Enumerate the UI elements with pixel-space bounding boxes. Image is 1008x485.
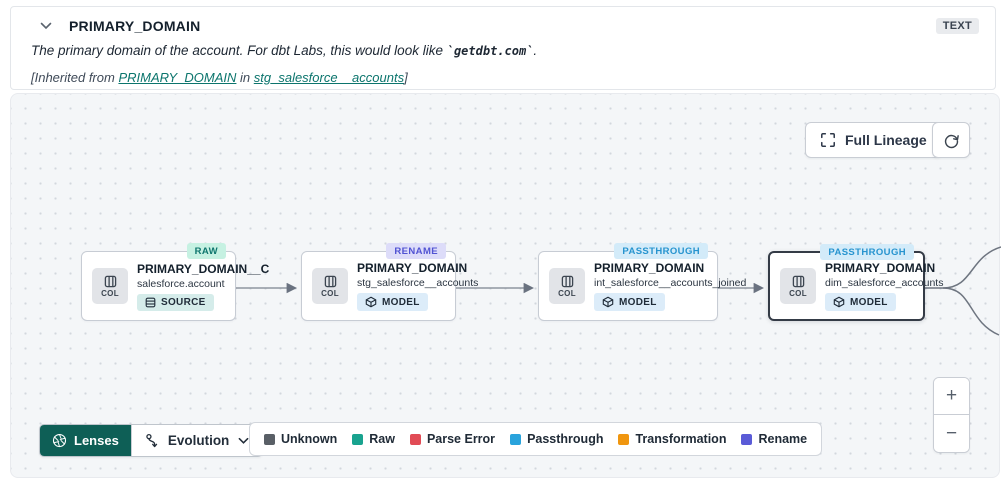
zoom-controls: + − — [933, 377, 970, 453]
legend-label: Transformation — [635, 432, 727, 446]
lenses-bar: Lenses Evolution — [39, 424, 264, 457]
chevron-down-icon — [238, 437, 249, 444]
node-title: PRIMARY_DOMAIN — [825, 261, 936, 275]
status-badge: PASSTHROUGH — [614, 243, 708, 259]
col-label: COL — [321, 288, 339, 298]
column-chip: COL — [92, 268, 128, 304]
columns-icon — [104, 275, 116, 287]
model-icon — [365, 296, 377, 308]
legend-label: Unknown — [281, 432, 338, 446]
node-title: PRIMARY_DOMAIN — [594, 261, 705, 275]
column-chip: COL — [312, 268, 348, 304]
resource-type-badge: MODEL — [594, 293, 665, 311]
lineage-node-staging[interactable]: RENAME COL PRIMARY_DOMAIN stg_salesforce… — [301, 243, 478, 321]
lineage-canvas[interactable]: Full Lineage RAW COL PRIMARY_DOMAIN__C s… — [10, 93, 1001, 478]
zoom-in-button[interactable]: + — [934, 378, 969, 415]
inherited-model-link[interactable]: stg_salesforce__accounts — [253, 70, 405, 85]
description-text: The primary domain of the account. For d… — [31, 43, 447, 58]
legend-item: Transformation — [618, 432, 726, 446]
col-label: COL — [101, 288, 119, 298]
col-label: COL — [789, 288, 807, 298]
model-icon — [833, 296, 845, 308]
lineage-node-source[interactable]: RAW COL PRIMARY_DOMAIN__C salesforce.acc… — [81, 243, 269, 321]
node-subtitle: dim_salesforce_accounts — [825, 277, 944, 289]
node-title: PRIMARY_DOMAIN__C — [137, 261, 270, 276]
col-label: COL — [558, 288, 576, 298]
resource-type-badge: SOURCE — [137, 293, 214, 311]
legend-label: Passthrough — [527, 432, 604, 446]
resource-type-badge: MODEL — [825, 293, 896, 311]
node-subtitle: salesforce.account — [137, 277, 225, 290]
status-badge: PASSTHROUGH — [820, 244, 914, 260]
status-legend: Unknown Raw Parse Error Passthrough Transfor… — [249, 422, 823, 456]
status-badge: RENAME — [386, 243, 446, 259]
column-title: PRIMARY_DOMAIN — [69, 18, 201, 34]
lens-select[interactable]: Evolution — [130, 425, 263, 456]
resource-type-label: MODEL — [382, 296, 420, 308]
legend-item: Unknown — [264, 432, 337, 446]
full-lineage-label: Full Lineage — [845, 132, 927, 148]
refresh-button[interactable] — [932, 122, 970, 158]
data-type-badge: TEXT — [935, 18, 979, 34]
resource-type-label: SOURCE — [161, 296, 206, 308]
lenses-label: Lenses — [74, 433, 119, 448]
resource-type-badge: MODEL — [357, 293, 428, 311]
inherited-suffix: ] — [404, 70, 408, 85]
legend-swatch — [741, 433, 753, 445]
inherited-prefix: [Inherited from — [31, 70, 119, 85]
legend-swatch — [510, 433, 522, 445]
refresh-icon — [944, 134, 959, 148]
zoom-out-button[interactable]: − — [934, 415, 969, 452]
column-description: The primary domain of the account. For d… — [31, 43, 979, 63]
inherited-column-link[interactable]: PRIMARY_DOMAIN — [118, 70, 237, 85]
legend-swatch — [264, 433, 275, 445]
legend-swatch — [352, 433, 364, 445]
columns-icon — [324, 275, 336, 287]
evolution-route-icon — [146, 433, 158, 447]
legend-item: Parse Error — [409, 432, 496, 446]
legend-item: Rename — [741, 432, 807, 446]
columns-icon — [561, 275, 573, 287]
collapse-chevron-icon[interactable] — [37, 17, 55, 35]
status-badge: RAW — [186, 243, 226, 259]
description-period: . — [533, 43, 538, 58]
column-chip: COL — [549, 268, 585, 304]
legend-swatch — [409, 433, 421, 445]
model-icon — [602, 296, 614, 308]
lineage-node-intermediate[interactable]: PASSTHROUGH COL PRIMARY_DOMAIN int_sales… — [538, 243, 746, 321]
lenses-button[interactable]: Lenses — [40, 425, 131, 456]
inherited-middle: in — [236, 70, 254, 85]
legend-label: Raw — [369, 432, 395, 446]
header-row: PRIMARY_DOMAIN TEXT — [31, 15, 979, 37]
column-detail-card: PRIMARY_DOMAIN TEXT The primary domain o… — [10, 6, 996, 90]
node-subtitle: stg_salesforce__accounts — [357, 277, 479, 289]
legend-item: Passthrough — [510, 432, 603, 446]
node-subtitle: int_salesforce__accounts_joined — [594, 277, 747, 289]
full-lineage-button[interactable]: Full Lineage — [805, 122, 942, 158]
expand-icon — [821, 133, 835, 147]
legend-label: Rename — [758, 432, 808, 446]
lens-selected-value: Evolution — [167, 433, 230, 448]
legend-swatch — [618, 433, 630, 445]
source-icon — [145, 297, 156, 307]
resource-type-label: MODEL — [619, 296, 657, 308]
columns-icon — [792, 275, 804, 287]
aperture-icon — [52, 433, 67, 448]
node-title: PRIMARY_DOMAIN — [357, 261, 468, 275]
resource-type-label: MODEL — [850, 296, 888, 308]
legend-label: Parse Error — [426, 432, 496, 446]
column-chip: COL — [780, 268, 816, 304]
inherited-from-line: [Inherited from PRIMARY_DOMAIN in stg_sa… — [31, 70, 979, 85]
lineage-node-dim-selected[interactable]: PASSTHROUGH COL PRIMARY_DOMAIN dim_sales… — [768, 244, 943, 321]
legend-item: Raw — [352, 432, 395, 446]
description-code: `getdbt.com` — [446, 44, 534, 58]
